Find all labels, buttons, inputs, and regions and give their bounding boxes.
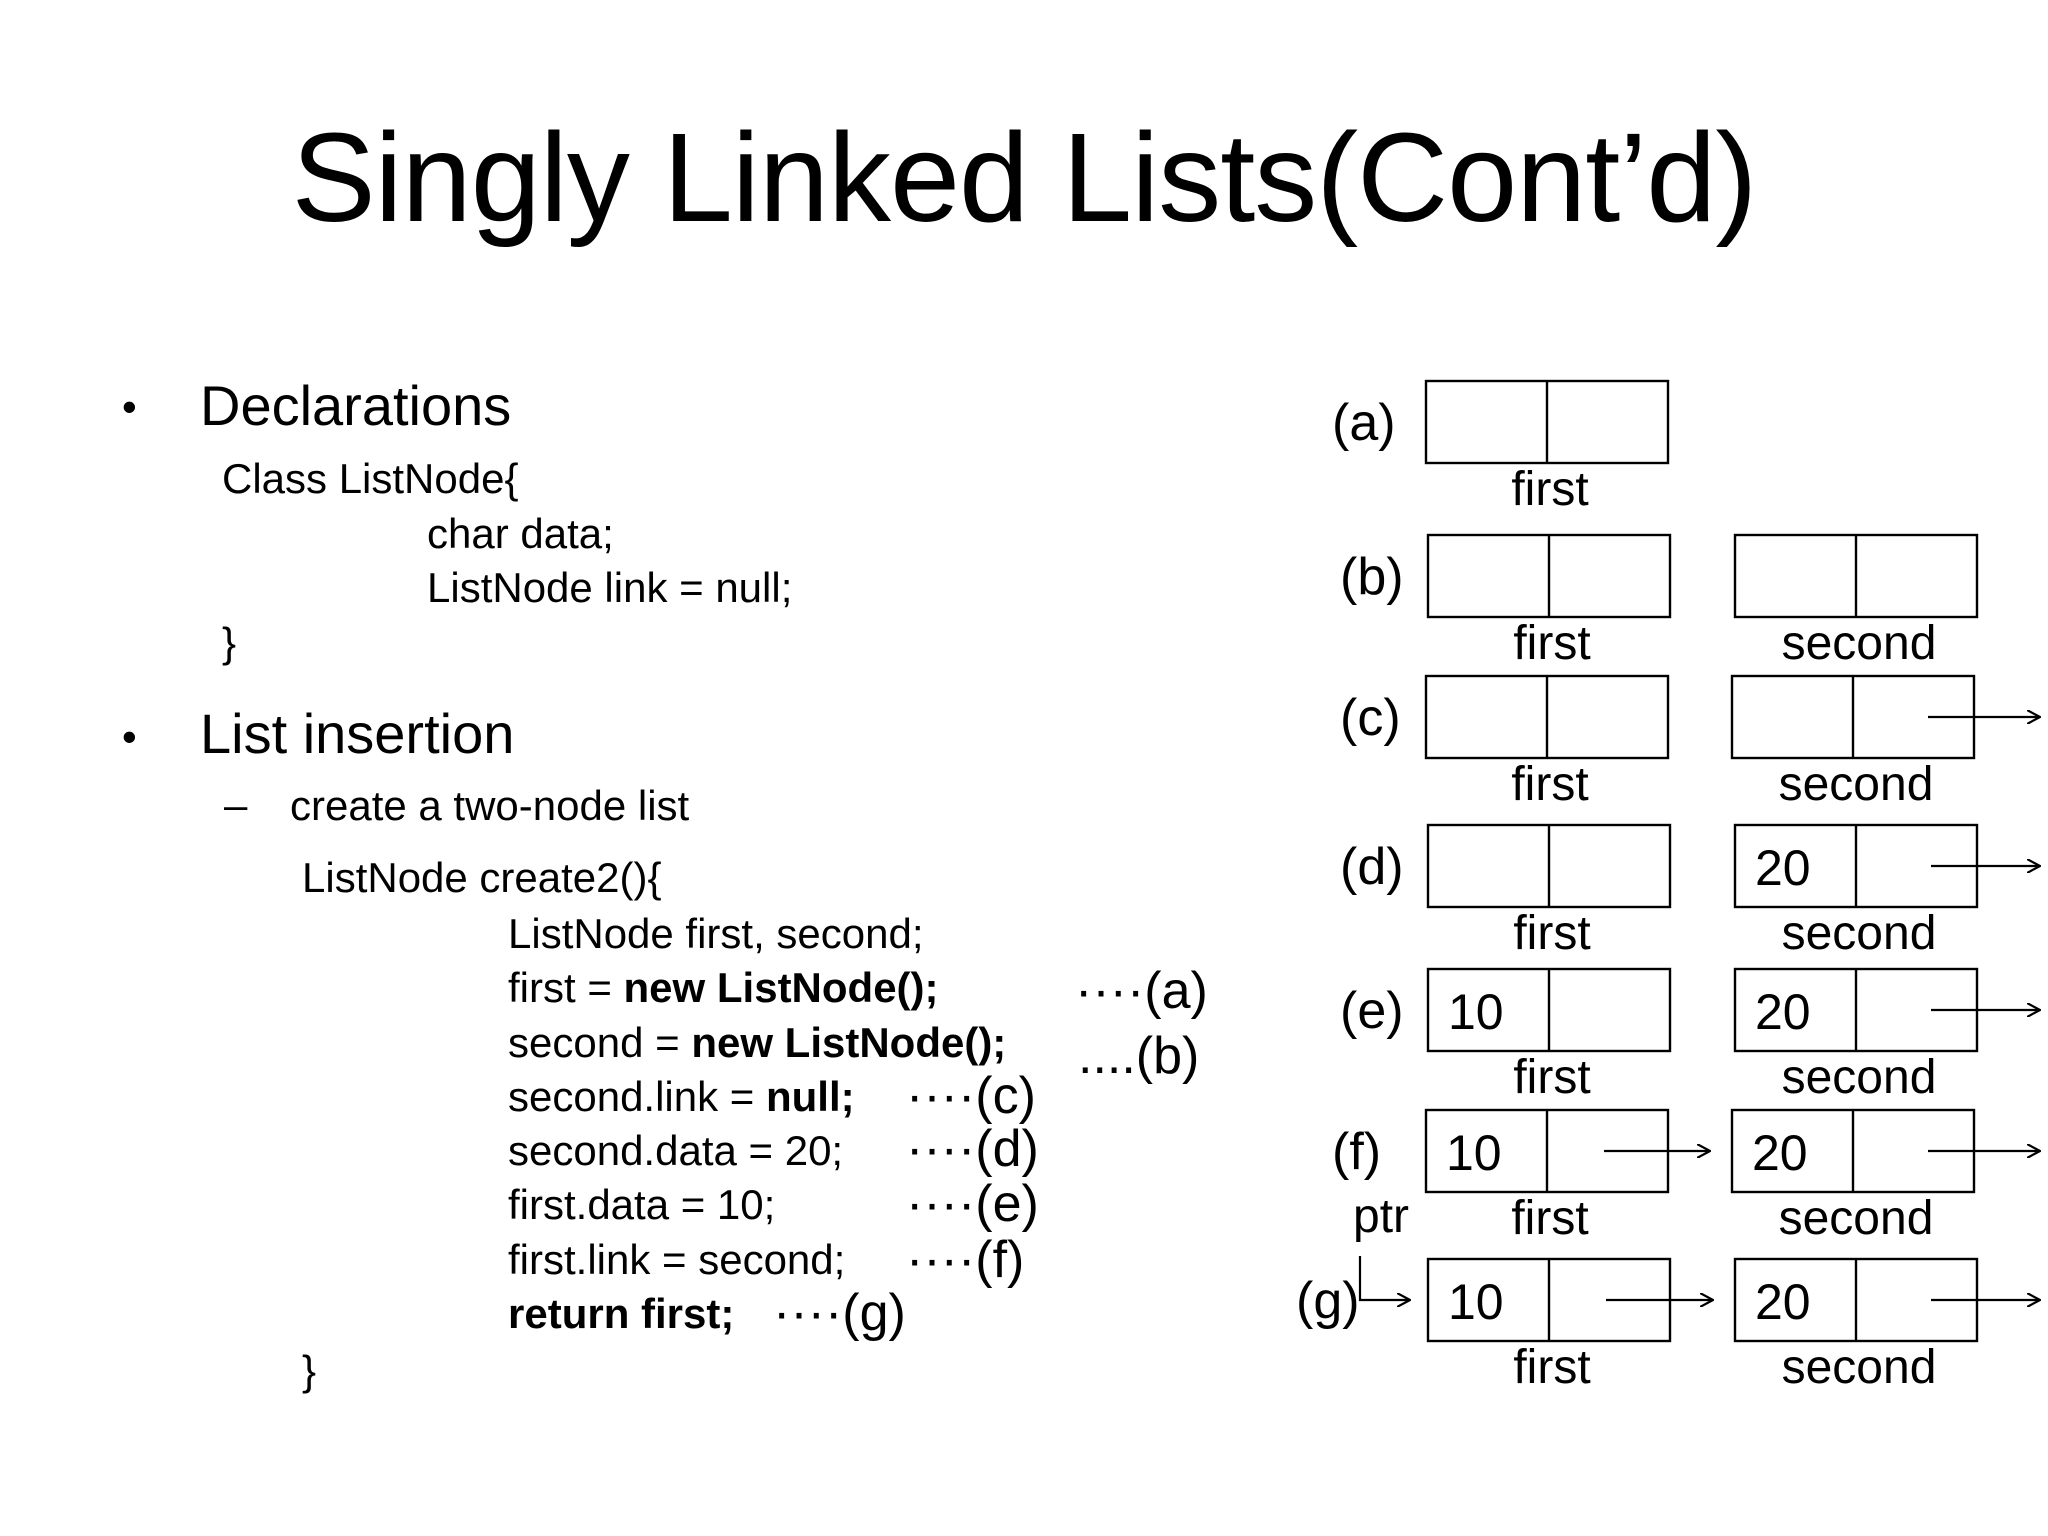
second-node-caption: second bbox=[1782, 617, 1937, 670]
node-data-value: 20 bbox=[1755, 984, 1811, 1040]
node-data-value: 10 bbox=[1448, 984, 1504, 1040]
step-label: (b) bbox=[1340, 548, 1404, 606]
bullet-marker: • bbox=[122, 383, 137, 430]
second-node: 20 bbox=[1730, 1108, 1976, 1194]
code-line: first = new ListNode(); bbox=[508, 967, 939, 1009]
node-data-value: 20 bbox=[1755, 1274, 1811, 1330]
ptr-arrow bbox=[1358, 1256, 1410, 1300]
node-data-value: 10 bbox=[1448, 1274, 1504, 1330]
step-marker-g: ····(g) bbox=[773, 1284, 906, 1342]
code-text: first = bbox=[508, 964, 624, 1011]
code-keyword: null; bbox=[766, 1073, 855, 1120]
bullet-marker: • bbox=[122, 713, 137, 760]
step-label: (g) bbox=[1296, 1272, 1360, 1330]
step-marker-f: ····(f) bbox=[906, 1231, 1025, 1289]
second-node-caption: second bbox=[1782, 1051, 1937, 1104]
dash-marker: – bbox=[224, 781, 248, 828]
first-node: 10 bbox=[1426, 1257, 1672, 1343]
declarations-heading: Declarations bbox=[200, 374, 512, 437]
step-label: (e) bbox=[1340, 982, 1404, 1040]
ptr-label: ptr bbox=[1353, 1190, 1409, 1243]
step-marker-d: ····(d) bbox=[906, 1120, 1039, 1178]
first-node-caption: first bbox=[1511, 758, 1588, 811]
code-line: ListNode link = null; bbox=[427, 564, 793, 611]
step-marker-b: ....(b) bbox=[1078, 1027, 1200, 1085]
code-line: } bbox=[302, 1347, 317, 1394]
step-marker-c: ····(c) bbox=[906, 1067, 1036, 1125]
step-marker-a: ····(a) bbox=[1075, 962, 1208, 1020]
insertion-heading: List insertion bbox=[200, 702, 515, 765]
first-node bbox=[1424, 379, 1670, 465]
first-node: 10 bbox=[1426, 967, 1672, 1053]
code-keyword: new ListNode(); bbox=[623, 964, 939, 1011]
step-marker-e: ····(e) bbox=[906, 1175, 1039, 1233]
first-node-caption: first bbox=[1511, 463, 1588, 516]
code-line: first.link = second; bbox=[508, 1236, 846, 1283]
code-line: second.link = null; bbox=[508, 1076, 855, 1118]
step-label: (f) bbox=[1332, 1123, 1381, 1181]
second-node-caption: second bbox=[1779, 1192, 1934, 1245]
insertion-subheading: create a two-node list bbox=[290, 782, 690, 829]
second-node-caption: second bbox=[1782, 907, 1937, 960]
node-data-value: 20 bbox=[1755, 840, 1811, 896]
second-node: 20 bbox=[1733, 823, 1979, 909]
code-line: first.data = 10; bbox=[508, 1181, 776, 1228]
node-data-value: 10 bbox=[1446, 1125, 1502, 1181]
first-node-caption: first bbox=[1513, 907, 1590, 960]
first-node-caption: first bbox=[1513, 1051, 1590, 1104]
code-text: second.link = bbox=[508, 1073, 766, 1120]
code-line: second.data = 20; bbox=[508, 1127, 844, 1174]
second-node-caption: second bbox=[1782, 1341, 1937, 1394]
second-node-caption: second bbox=[1779, 758, 1934, 811]
first-node bbox=[1426, 533, 1672, 619]
first-node bbox=[1424, 674, 1670, 760]
code-line: ListNode create2(){ bbox=[302, 854, 662, 901]
code-line: second = new ListNode(); bbox=[508, 1022, 1006, 1064]
code-line: return first; bbox=[508, 1290, 735, 1337]
code-text: second = bbox=[508, 1019, 692, 1066]
first-node bbox=[1426, 823, 1672, 909]
second-node bbox=[1733, 533, 1979, 619]
second-node: 20 bbox=[1733, 967, 1979, 1053]
node-data-value: 20 bbox=[1752, 1125, 1808, 1181]
step-label: (a) bbox=[1332, 394, 1396, 452]
code-line: } bbox=[222, 619, 237, 666]
first-node-caption: first bbox=[1511, 1192, 1588, 1245]
step-label: (c) bbox=[1340, 689, 1401, 747]
slide-title: Singly Linked Lists(Cont’d) bbox=[291, 107, 1758, 248]
code-keyword: new ListNode(); bbox=[691, 1019, 1007, 1066]
code-line: char data; bbox=[427, 510, 614, 557]
first-node-caption: first bbox=[1513, 617, 1590, 670]
first-node-caption: first bbox=[1513, 1341, 1590, 1394]
step-label: (d) bbox=[1340, 838, 1404, 896]
code-line: Class ListNode{ bbox=[222, 455, 519, 502]
code-line: ListNode first, second; bbox=[508, 910, 924, 957]
